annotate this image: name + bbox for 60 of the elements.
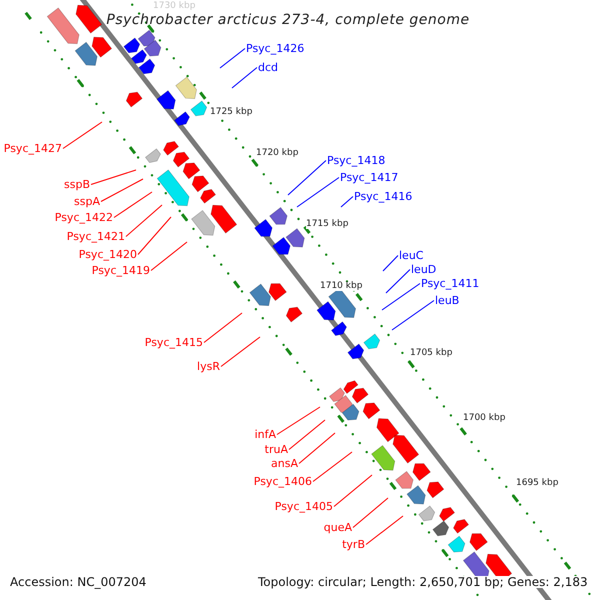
- scale-label: 1700 kbp: [463, 414, 506, 422]
- gene-label: leuB: [435, 295, 460, 306]
- scale-label: 1715 kbp: [306, 220, 348, 228]
- leader-line: [150, 242, 188, 271]
- leader-line: [220, 48, 246, 68]
- leader-line: [298, 432, 336, 464]
- leader-line: [334, 474, 372, 507]
- genome-info-text: Topology: circular; Length: 2,650,701 bp; Genes: 2,183: [258, 576, 588, 588]
- gene-label: Psyc_1417: [340, 172, 398, 183]
- gene-label: leuC: [399, 250, 424, 261]
- leader-line: [392, 300, 434, 330]
- gene-label: infA: [254, 429, 276, 440]
- gene-label: queA: [324, 522, 352, 533]
- leader-line: [382, 255, 398, 272]
- gene-label: truA: [264, 444, 288, 455]
- leader-line: [340, 196, 354, 208]
- leader-line: [386, 269, 410, 294]
- leader-line: [288, 420, 326, 450]
- gene-label: Psyc_1411: [421, 278, 480, 289]
- gene-label: ansA: [271, 458, 298, 469]
- gene-label: dcd: [258, 62, 278, 73]
- leader-line: [204, 312, 242, 343]
- gene-label: leuD: [411, 264, 436, 275]
- leader-line: [382, 283, 420, 310]
- scale-label: 1705 kbp: [410, 348, 452, 358]
- leader-line: [232, 67, 258, 88]
- gene-label: Psyc_1421: [66, 231, 125, 242]
- leader-line: [312, 452, 352, 482]
- gene-label: sspB: [64, 179, 90, 190]
- gene-label: Psyc_1415: [144, 337, 203, 348]
- leader-line: [296, 177, 340, 208]
- leader-line: [288, 160, 326, 196]
- gene-label: Psyc_1427: [4, 143, 62, 154]
- gene-label: tyrB: [342, 539, 365, 550]
- leader-line: [100, 178, 144, 202]
- scale-label: 1725 kbp: [210, 108, 252, 116]
- scale-label: 1695 kbp: [516, 478, 558, 488]
- gene-label: Psyc_1419: [92, 265, 150, 276]
- leader-line: [366, 516, 404, 545]
- gene-label: sspA: [74, 196, 100, 207]
- gene-label: Psyc_1418: [327, 155, 386, 166]
- leader-line: [126, 204, 162, 237]
- gene-label: Psyc_1405: [274, 501, 333, 512]
- gene-label: Psyc_1416: [354, 191, 412, 202]
- accession-text: Accession: NC_007204: [10, 576, 146, 588]
- gene-label: lysR: [197, 361, 220, 372]
- scale-label: 1720 kbp: [256, 148, 298, 158]
- leader-line: [90, 170, 136, 185]
- gene-label: Psyc_1420: [78, 249, 137, 260]
- leader-line: [276, 406, 320, 435]
- leader-line: [220, 336, 260, 367]
- scale-label: 1710 kbp: [320, 282, 362, 290]
- leader-line: [62, 122, 102, 149]
- gene-label: Psyc_1406: [254, 476, 312, 487]
- leader-line: [352, 498, 388, 528]
- leader-line: [114, 192, 152, 218]
- gene-label: Psyc_1426: [246, 43, 304, 54]
- title: Psychrobacter arcticus 273-4, complete genome: [105, 13, 471, 27]
- gene-label: Psyc_1422: [54, 212, 113, 223]
- leader-line: [138, 216, 172, 255]
